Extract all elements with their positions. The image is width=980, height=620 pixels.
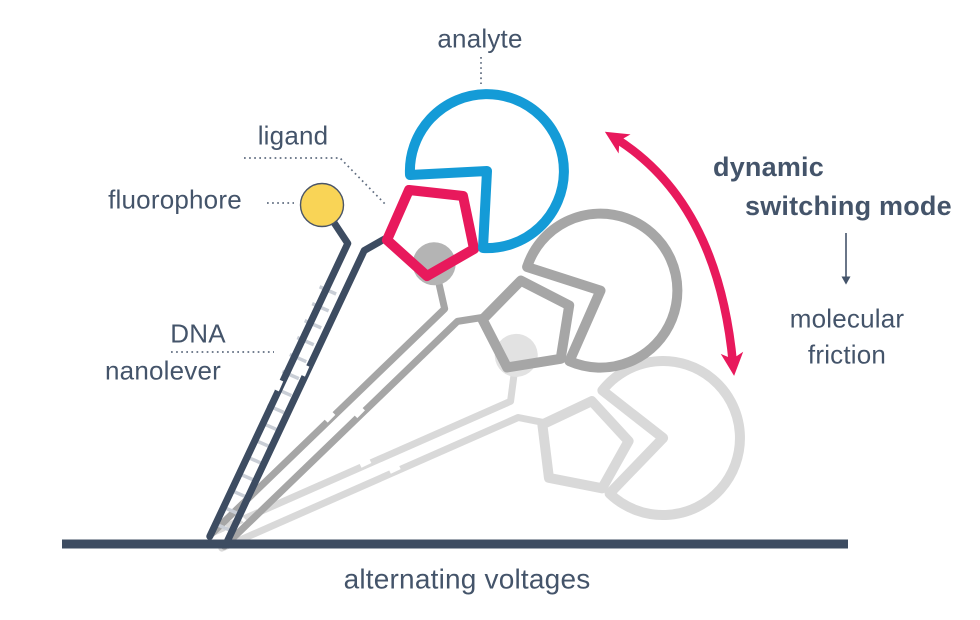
ligand-label: ligand [257,120,329,151]
switching-mode-label-line2: switching mode [745,191,952,221]
switching-arc-arrow [604,131,744,376]
ligand-leader-line [244,157,388,207]
dna-label-line2: nanolever [105,355,221,386]
alternating-voltages-label: alternating voltages [343,563,591,595]
switching-mode-label-line1: dynamic [713,152,824,182]
fluorophore-label: fluorophore [108,184,242,215]
molecular-friction-label-line1: molecular [789,303,905,334]
dna-nanolever-ghost-far [209,198,771,620]
dna-label-line1: DNA [170,318,226,349]
analyte-label: analyte [437,23,523,54]
molecular-friction-label-line2: friction [807,339,887,370]
